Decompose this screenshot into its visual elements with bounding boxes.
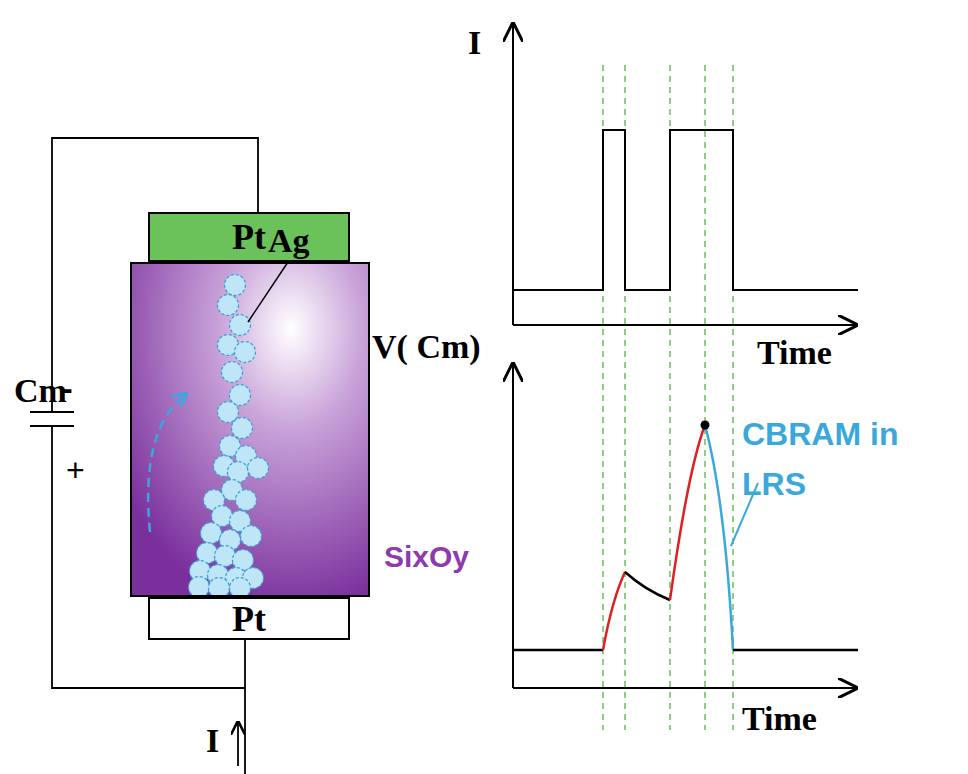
ag-sphere: [218, 295, 239, 316]
ion-migration-arrow: [148, 395, 185, 532]
ag-sphere: [232, 418, 253, 439]
current-plot-axes: [513, 24, 856, 325]
ag-filament: [189, 275, 269, 599]
ag-sphere: [215, 546, 236, 567]
polarity-sign: -: [62, 370, 73, 407]
ag-sphere: [241, 526, 262, 547]
top-electrode: Pt: [148, 212, 350, 262]
bottom-electrode: Pt: [148, 597, 350, 640]
ag-sphere: [189, 577, 210, 598]
signal-label: I: [206, 722, 219, 759]
oxide-box: SixOy: [130, 262, 370, 597]
voltage-plot-axes: [513, 364, 856, 688]
ag-sphere: [230, 315, 251, 336]
ag-sphere: [235, 342, 256, 363]
component-label: Cm: [14, 372, 67, 409]
node-text: Pt: [150, 219, 348, 255]
current-arrow: [237, 722, 239, 766]
axis-label: Time: [757, 334, 832, 371]
time-guides: [603, 65, 733, 730]
ag-sphere: [222, 362, 243, 383]
peak-dot: [701, 421, 710, 430]
ag-sphere: [225, 275, 246, 296]
leader-line: [248, 262, 288, 322]
current-pulse: [513, 130, 858, 290]
node-text: Pt: [150, 601, 348, 637]
part-label: Ag: [268, 222, 310, 259]
polarity-sign: +: [66, 452, 85, 489]
ag-sphere: [236, 490, 257, 511]
axis-label: V( Cm): [372, 328, 481, 365]
node-text: SixOy: [384, 542, 469, 572]
axis-label: I: [468, 24, 481, 61]
voltage-trace: [513, 425, 858, 650]
ag-sphere: [201, 523, 222, 544]
oxide-layer: [130, 262, 370, 597]
axis-label: Time: [742, 700, 817, 737]
ag-sphere: [248, 458, 269, 479]
annotation-label: CBRAM in LRS: [742, 410, 947, 509]
ag-sphere: [230, 385, 251, 406]
